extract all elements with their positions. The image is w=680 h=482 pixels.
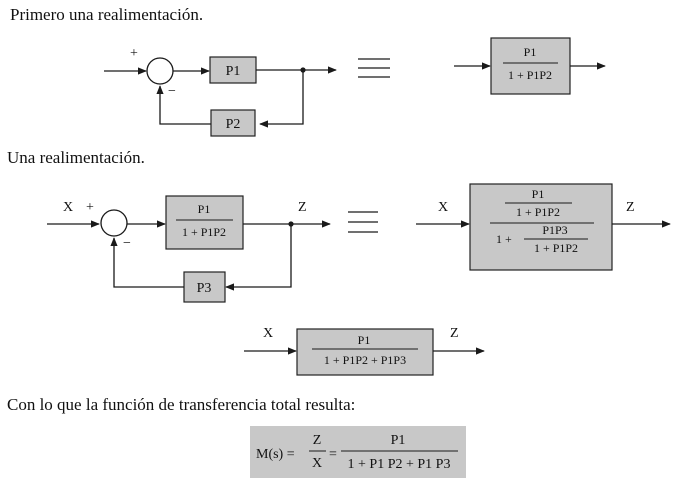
formula-denominator: 1 + P1 P2 + P1 P3 xyxy=(348,457,451,472)
d3-final-denominator: 1 + P1P2 + P1P3 xyxy=(324,353,406,367)
d2-feedback-block-label: P3 xyxy=(197,281,212,296)
d2-equiv-inner-numerator: P1P3 xyxy=(542,223,567,237)
d1-equiv-denominator: 1 + P1P2 xyxy=(508,68,552,82)
d2-forward-numerator: P1 xyxy=(198,202,211,216)
d1-forward-block-label: P1 xyxy=(226,64,241,79)
d2-forward-block xyxy=(165,195,244,250)
d1-plus-sign: + xyxy=(130,46,138,61)
formula-ratio-numerator: Z xyxy=(313,433,322,448)
d1-feedback-right-line xyxy=(259,70,304,128)
d1-feedback-block-p2 xyxy=(210,109,256,137)
d2-equiv-output-label: Z xyxy=(626,200,635,215)
diagram-3: X P1 1 + P1P2 + P1P3 Z xyxy=(244,326,485,376)
d1-equiv-numerator: P1 xyxy=(524,45,537,59)
heading-first: Primero una realimentación. xyxy=(10,5,203,24)
d2-summing-junction xyxy=(100,209,128,237)
transfer-function-formula: M(s) = Z X = P1 1 + P1 P2 + P1 P3 xyxy=(250,426,466,478)
formula-equals: = xyxy=(329,447,337,462)
d3-output-label: Z xyxy=(450,326,459,341)
d2-equiv-denominator-one: 1 + xyxy=(496,232,512,246)
heading-third: Con lo que la función de transferencia t… xyxy=(7,395,355,414)
d1-minus-sign: − xyxy=(168,84,176,99)
d2-output-label: Z xyxy=(298,200,307,215)
formula-lhs: M(s) = xyxy=(256,447,295,462)
formula-background xyxy=(250,426,466,478)
formula-ratio-denominator: X xyxy=(312,456,322,471)
d2-minus-sign: − xyxy=(123,236,131,251)
d2-input-label: X xyxy=(63,200,73,215)
d1-feedback-left-line xyxy=(156,85,211,125)
d2-feedback-left-line xyxy=(110,237,184,288)
d3-final-numerator: P1 xyxy=(358,333,371,347)
heading-second: Una realimentación. xyxy=(7,148,145,167)
d1-feedback-block-label: P2 xyxy=(226,117,241,132)
diagram-2: X + − P1 1 + P1P2 Z P3 X P1 1 + P1P2 1 +… xyxy=(47,183,671,303)
diagram-1: + − P1 P2 P1 1 + P1P2 xyxy=(104,37,606,137)
d2-equivalent-block xyxy=(469,183,613,271)
d3-final-block xyxy=(296,328,434,376)
d2-plus-sign: + xyxy=(86,200,94,215)
d3-input-label: X xyxy=(263,326,273,341)
d2-feedback-right-line xyxy=(225,224,292,291)
d2-equiv-outer-numerator-denominator: 1 + P1P2 xyxy=(516,205,560,219)
d2-equiv-input-label: X xyxy=(438,200,448,215)
d2-forward-denominator: 1 + P1P2 xyxy=(182,225,226,239)
d2-equivalence-sign xyxy=(348,211,378,233)
d1-equivalence-sign xyxy=(358,58,390,78)
d2-equiv-outer-numerator: P1 xyxy=(532,187,545,201)
d2-equiv-inner-denominator: 1 + P1P2 xyxy=(534,241,578,255)
d1-summing-junction xyxy=(146,57,174,85)
formula-numerator: P1 xyxy=(391,433,406,448)
